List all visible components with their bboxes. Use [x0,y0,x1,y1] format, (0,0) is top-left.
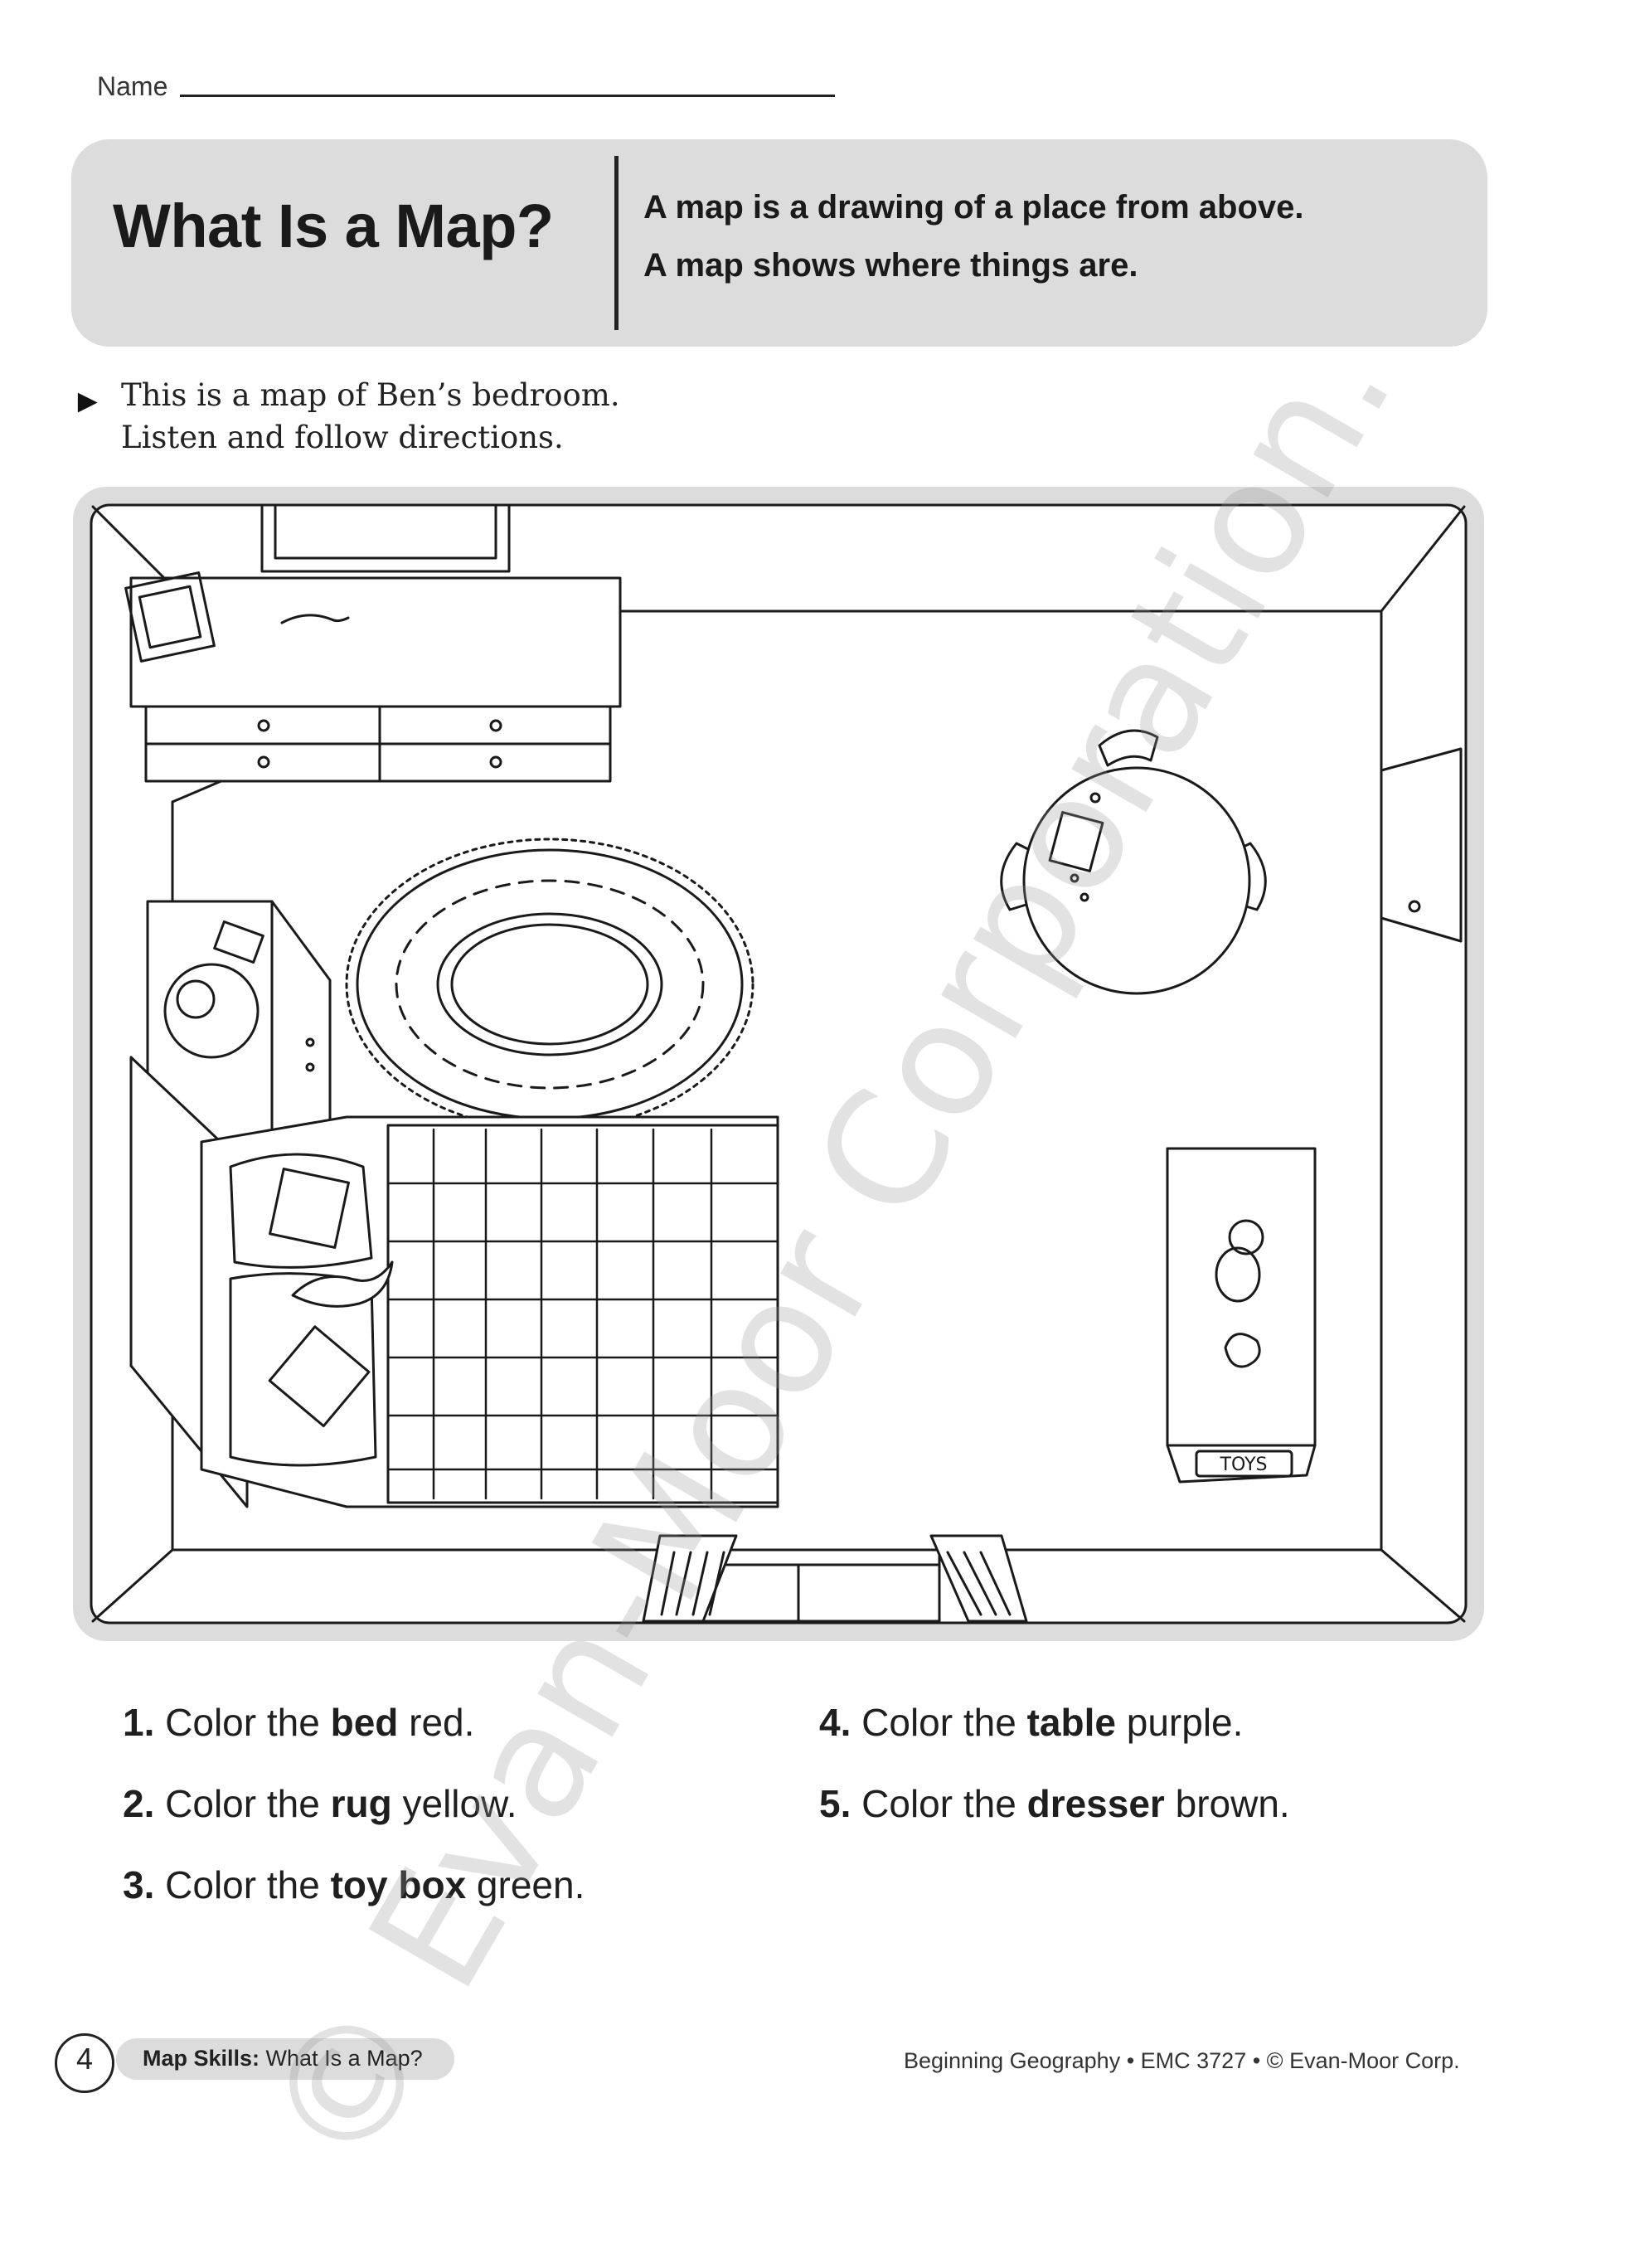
page-title: What Is a Map? [113,192,554,260]
footer-section-rest: What Is a Map? [260,2046,423,2071]
direction-prefix: Color the [861,1782,1027,1825]
title-banner: What Is a Map? A map is a drawing of a p… [71,139,1487,347]
direction-number: 5. [819,1782,851,1825]
top-window [260,503,511,573]
name-label: Name [97,71,168,101]
direction-5: 5. Color the dresser brown. [819,1781,1290,1826]
table-and-chairs [1000,729,1267,995]
direction-prefix: Color the [165,1782,331,1825]
direction-prefix: Color the [165,1701,331,1744]
direction-prefix: Color the [165,1863,331,1906]
direction-2: 2. Color the rug yellow. [123,1781,517,1826]
direction-suffix: red. [398,1701,475,1744]
direction-suffix: brown. [1164,1782,1290,1825]
instruction-line-2: Listen and follow directions. [121,420,564,455]
toy-box-label: TOYS [1220,1455,1268,1475]
direction-item: bed [330,1701,399,1744]
direction-3: 3. Color the toy box green. [123,1862,585,1907]
direction-suffix: yellow. [391,1782,517,1825]
direction-item: table [1026,1701,1116,1744]
direction-1: 1. Color the bed red. [123,1700,474,1745]
definition-line-1: A map is a drawing of a place from above… [643,189,1304,226]
direction-suffix: purple. [1115,1701,1244,1744]
name-blank-line[interactable] [180,95,835,97]
direction-item: dresser [1026,1782,1165,1825]
bedroom-map: TOYS [90,503,1468,1625]
instruction-line-1: This is a map of Ben’s bedroom. [121,377,620,413]
toy-box: TOYS [1166,1147,1317,1484]
dresser [124,571,622,783]
page-number: 4 [75,2042,94,2076]
footer-section-pill [116,2038,454,2080]
direction-number: 3. [123,1863,155,1906]
footer-section-bold: Map Skills: [143,2046,260,2071]
door [1380,747,1463,943]
direction-4: 4. Color the table purple. [819,1700,1243,1745]
rug [345,838,754,1131]
bottom-window [642,1534,1028,1623]
direction-number: 1. [123,1701,155,1744]
direction-item: toy box [330,1863,467,1906]
direction-prefix: Color the [861,1701,1027,1744]
pointer-arrow-icon: ► [71,383,104,420]
definition-line-2: A map shows where things are. [643,247,1138,284]
page-number-badge [55,2033,114,2093]
direction-number: 4. [819,1701,851,1744]
title-divider [614,156,619,330]
direction-number: 2. [123,1782,155,1825]
direction-item: rug [330,1782,392,1825]
footer-publisher: Beginning Geography • EMC 3727 • © Evan-… [904,2048,1460,2073]
direction-suffix: green. [466,1863,585,1906]
footer-section-title: Map Skills: What Is a Map? [143,2046,423,2071]
bed [129,1056,779,1508]
